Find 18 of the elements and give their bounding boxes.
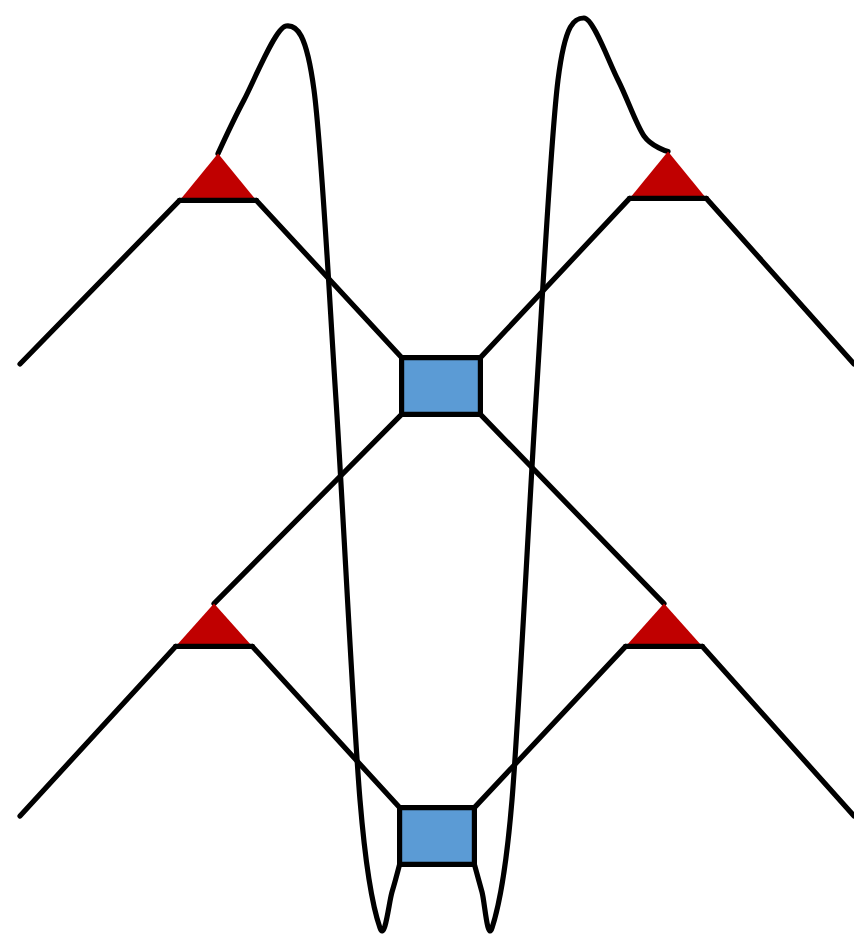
wave-curve — [215, 23, 403, 934]
line — [17, 197, 183, 367]
line — [477, 195, 633, 361]
line — [471, 643, 629, 811]
line — [17, 643, 179, 819]
square-block — [399, 355, 483, 417]
line — [249, 643, 403, 811]
triangle-marker — [623, 603, 705, 649]
line — [477, 411, 667, 607]
wave-curve — [471, 15, 671, 934]
triangle-marker — [173, 603, 255, 649]
line — [703, 195, 854, 367]
triangle-marker — [627, 151, 709, 201]
triangle-marker — [177, 153, 259, 203]
square-block — [397, 805, 477, 867]
line — [253, 197, 405, 361]
line — [699, 643, 854, 819]
line — [211, 411, 405, 607]
